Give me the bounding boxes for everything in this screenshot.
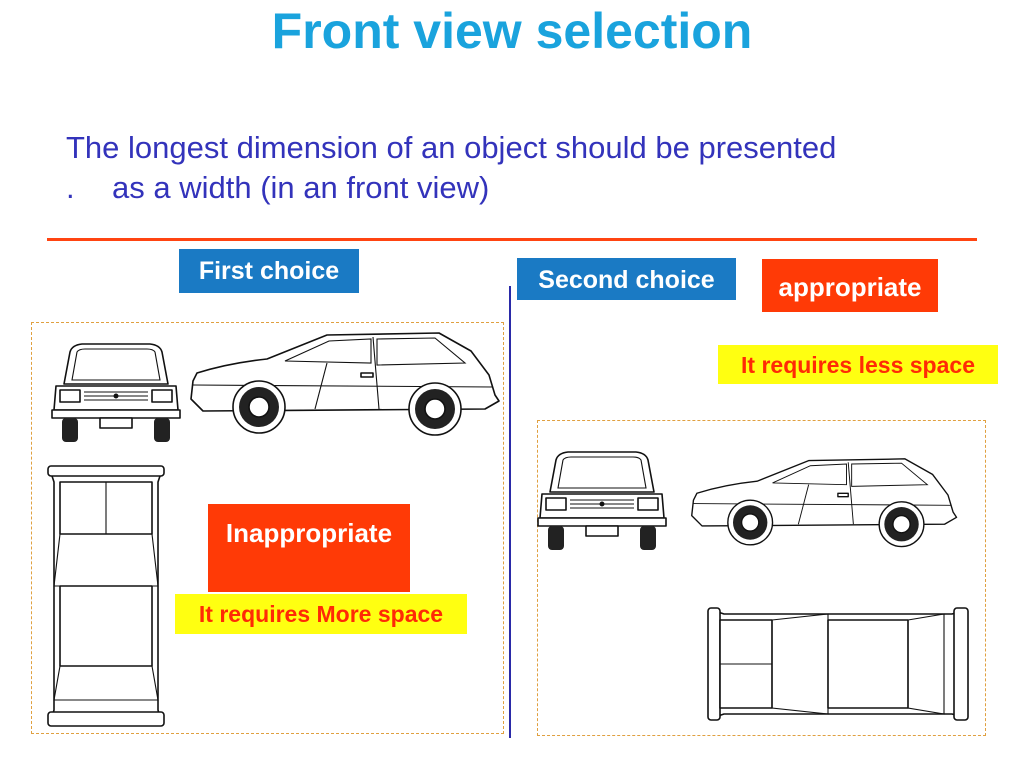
- slide-title: Front view selection: [271, 3, 753, 59]
- car-top-view-left: [47, 465, 165, 727]
- less-space-note: It requires less space: [718, 345, 998, 384]
- text-line-2-wrap: . as a width (in an front view): [66, 168, 966, 208]
- second-choice-label: Second choice: [517, 258, 736, 300]
- left-panel-frame: [31, 322, 504, 734]
- car-front-view-left: [51, 343, 181, 442]
- appropriate-verdict: appropriate: [762, 259, 938, 312]
- car-side-view-right: [691, 458, 958, 548]
- right-panel-frame: [537, 420, 986, 736]
- bullet-dot: .: [66, 170, 75, 205]
- car-side-view-left: [190, 332, 500, 436]
- horizontal-divider: [47, 238, 977, 241]
- text-line-1: The longest dimension of an object shoul…: [66, 130, 837, 165]
- car-top-view-right: [707, 607, 969, 721]
- vertical-divider: [509, 286, 511, 738]
- car-front-view-right: [537, 451, 667, 550]
- inappropriate-verdict: Inappropriate: [208, 504, 410, 592]
- first-choice-label: First choice: [179, 249, 359, 293]
- text-line-2: as a width (in an front view): [112, 170, 490, 205]
- slide-text: The longest dimension of an object shoul…: [66, 128, 966, 208]
- more-space-note: It requires More space: [175, 594, 467, 634]
